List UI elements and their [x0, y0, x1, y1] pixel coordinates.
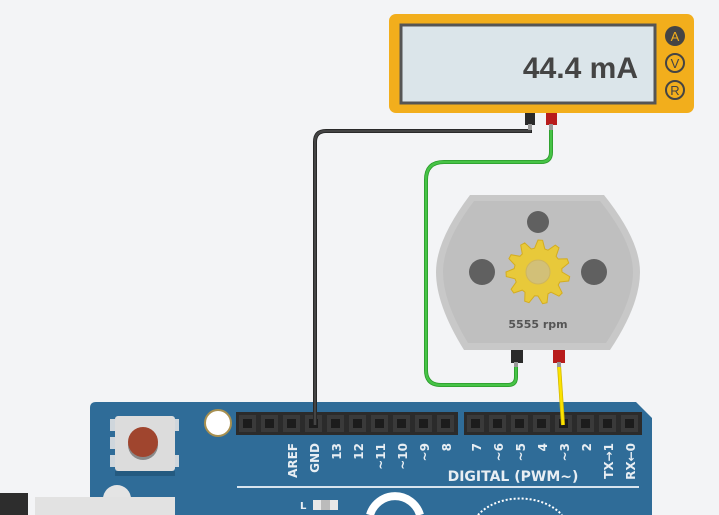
power-jack	[0, 493, 28, 515]
motor-terminal-black[interactable]	[511, 349, 523, 363]
led-label: L	[300, 501, 307, 512]
pin-label: 4	[536, 443, 550, 451]
multimeter-reading: 44.4 mA	[523, 52, 638, 85]
motor-hole	[527, 211, 549, 233]
pin-label: ~11	[374, 443, 388, 470]
uno-logo	[477, 497, 563, 515]
multimeter-display	[399, 23, 657, 105]
pin-label: 2	[580, 443, 594, 451]
pin-label: ~5	[514, 443, 528, 461]
pin-label: 13	[330, 443, 344, 460]
pin-label: ~9	[418, 443, 432, 461]
motor-speed: 5555 rpm	[508, 318, 567, 331]
mounting-hole	[204, 409, 232, 437]
pin-label: RX←0	[624, 443, 638, 480]
header-right[interactable]	[464, 412, 642, 435]
pin-labels: AREF GND 13 12 ~11 ~10 ~9 8 7 ~6 ~5 4 ~3 2 TX→1 RX←0	[286, 443, 638, 480]
probe-black[interactable]	[525, 110, 535, 125]
mode-voltmeter-button[interactable]: V	[665, 53, 685, 73]
pin-label: ~6	[492, 443, 506, 461]
dc-motor[interactable]: 5555 rpm	[436, 195, 640, 367]
reset-button[interactable]	[110, 416, 179, 476]
pin-label: ~3	[558, 443, 572, 461]
digital-label: DIGITAL (PWM~)	[448, 469, 579, 485]
svg-text:R: R	[670, 83, 679, 98]
mode-ammeter-button[interactable]: A	[665, 26, 685, 46]
motor-hole	[581, 259, 607, 285]
motor-hole	[469, 259, 495, 285]
multimeter[interactable]: 44.4 mA A V R	[389, 14, 694, 130]
header-left[interactable]	[236, 412, 458, 435]
mode-ohmmeter-button[interactable]: R	[665, 80, 685, 100]
arduino-uno[interactable]: AREF GND 13 12 ~11 ~10 ~9 8 7 ~6 ~5 4 ~3 2 TX→1 RX←0 DI…	[0, 402, 652, 515]
motor-terminal-red[interactable]	[553, 349, 565, 363]
pin-label: TX→1	[602, 443, 616, 479]
divider	[237, 486, 639, 488]
probe-red[interactable]	[546, 110, 557, 125]
pin-label: 12	[352, 443, 366, 460]
pin-label: 7	[470, 443, 484, 451]
pin-label: ~10	[396, 443, 410, 470]
pin-label: 8	[440, 443, 454, 451]
pin-label: GND	[308, 443, 322, 473]
pin-label: AREF	[286, 443, 300, 478]
svg-text:V: V	[671, 56, 680, 71]
arduino-logo	[366, 492, 424, 515]
svg-text:A: A	[671, 29, 680, 44]
usb-port	[35, 497, 175, 515]
